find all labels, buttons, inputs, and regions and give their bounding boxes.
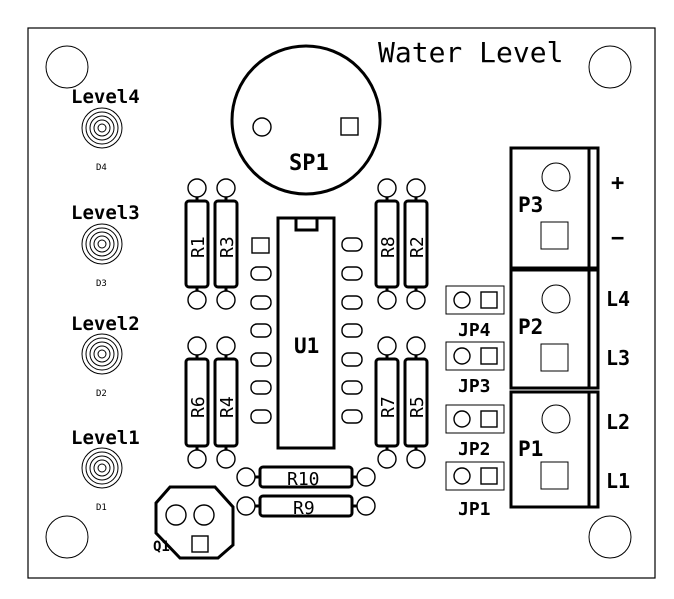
p1-label: P1 <box>518 437 543 461</box>
board-outline <box>27 27 656 579</box>
led-d4: Level4 D4 <box>71 86 140 173</box>
r5-label: R5 <box>407 396 428 418</box>
jumper-jp3: JP3 <box>445 341 505 397</box>
led-d2: Level2 D2 <box>71 313 140 399</box>
minus-label: − <box>611 226 624 251</box>
q1-label: Q1 <box>153 539 170 555</box>
jp2-label: JP2 <box>458 439 491 460</box>
resistor-r5: R5 <box>403 336 429 469</box>
l2-label: L2 <box>606 410 630 434</box>
led-d4-ref: D4 <box>96 163 107 173</box>
plus-label: + <box>611 171 624 196</box>
led-d3-label: Level3 <box>71 202 140 224</box>
resistor-r7: R7 <box>374 336 400 469</box>
ic-u1: U1 <box>250 216 363 450</box>
r6-label: R6 <box>188 396 209 418</box>
l3-label: L3 <box>606 346 630 370</box>
resistor-r4: R4 <box>213 336 239 469</box>
r10-label: R10 <box>287 469 320 490</box>
buzzer-sp1: SP1 <box>230 44 382 196</box>
resistor-r3: R3 <box>213 178 239 310</box>
mounting-holes <box>45 45 632 559</box>
resistor-r10: R10 <box>236 465 376 490</box>
led-d3: Level3 D3 <box>71 202 140 289</box>
resistor-r9: R9 <box>236 494 376 519</box>
resistor-r6: R6 <box>184 336 210 469</box>
connector-p2: P2 <box>509 268 600 390</box>
jumper-jp1: JP1 <box>445 461 505 520</box>
led-d1: Level1 D1 <box>71 427 140 513</box>
jp3-label: JP3 <box>458 376 491 397</box>
led-d3-ref: D3 <box>96 279 107 289</box>
l4-label: L4 <box>606 287 630 311</box>
jumper-jp2: JP2 <box>445 404 505 460</box>
board-title: Water Level <box>378 36 563 69</box>
sp1-label: SP1 <box>289 151 329 176</box>
led-d2-label: Level2 <box>71 313 140 335</box>
resistor-r1: R1 <box>184 178 210 310</box>
connector-p1: P1 <box>509 390 600 509</box>
r7-label: R7 <box>378 396 399 418</box>
l1-label: L1 <box>606 469 630 493</box>
p2-label: P2 <box>518 315 543 339</box>
resistor-r8: R8 <box>374 178 400 310</box>
r3-label: R3 <box>217 236 238 258</box>
r2-label: R2 <box>407 236 428 258</box>
r4-label: R4 <box>217 396 238 418</box>
led-d1-label: Level1 <box>71 427 140 449</box>
led-d4-label: Level4 <box>71 86 140 108</box>
jp1-label: JP1 <box>458 499 491 520</box>
jumper-jp4: JP4 <box>445 285 505 341</box>
led-d2-ref: D2 <box>96 389 107 399</box>
resistor-r2: R2 <box>403 178 429 310</box>
u1-label: U1 <box>294 334 319 358</box>
r9-label: R9 <box>293 498 315 519</box>
r1-label: R1 <box>188 236 209 258</box>
connector-p3: P3 <box>509 146 600 270</box>
jp4-label: JP4 <box>458 320 491 341</box>
transistor-q1: Q1 <box>153 485 235 560</box>
r8-label: R8 <box>378 236 399 258</box>
p3-label: P3 <box>518 193 543 217</box>
led-d1-ref: D1 <box>96 503 107 513</box>
